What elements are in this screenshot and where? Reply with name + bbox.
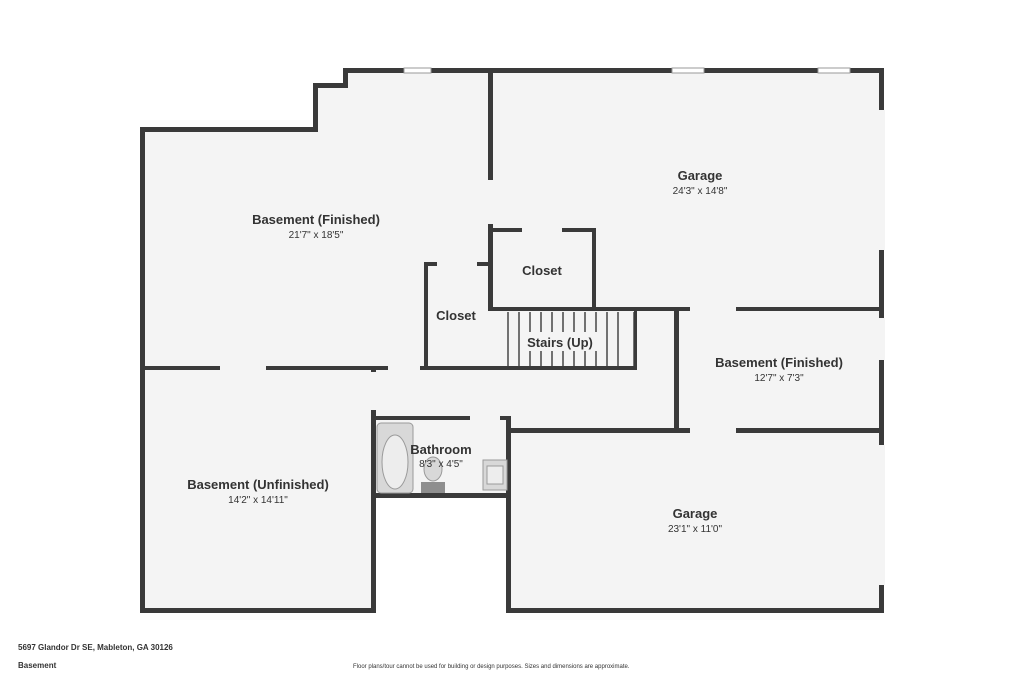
- room-name: Bathroom: [410, 442, 471, 457]
- disclaimer: Floor plans/tour cannot be used for buil…: [353, 664, 630, 670]
- room-name: Stairs (Up): [527, 335, 593, 350]
- floor-level-label: Basement: [18, 661, 57, 670]
- room-dimensions: 23'1" x 11'0": [668, 524, 723, 535]
- room-closet-upper: Closet: [522, 263, 562, 278]
- room-name: Basement (Unfinished): [187, 477, 329, 492]
- room-name: Closet: [436, 308, 476, 323]
- property-address: 5697 Glandor Dr SE, Mableton, GA 30126: [18, 643, 173, 652]
- room-dimensions: 21'7" x 18'5": [289, 230, 344, 241]
- room-name: Closet: [522, 263, 562, 278]
- floor-area: [143, 71, 882, 610]
- room-basement-unfinished: Basement (Unfinished) 14'2" x 14'11": [187, 477, 329, 506]
- bathtub: [376, 422, 414, 494]
- room-dimensions: 12'7" x 7'3": [754, 373, 804, 384]
- room-name: Garage: [678, 168, 723, 183]
- toilet: [421, 456, 445, 493]
- room-closet-lower: Closet: [436, 308, 476, 323]
- room-name: Basement (Finished): [252, 212, 380, 227]
- room-basement-finished-right: Basement (Finished) 12'7" x 7'3": [715, 355, 843, 384]
- windows: [403, 67, 851, 74]
- room-basement-finished-main: Basement (Finished) 21'7" x 18'5": [252, 212, 380, 241]
- room-name: Basement (Finished): [715, 355, 843, 370]
- room-stairs: Stairs (Up): [523, 332, 597, 351]
- sink: [482, 459, 508, 491]
- room-garage-top: Garage 24'3" x 14'8": [673, 168, 728, 197]
- room-bathroom: Bathroom 8'3" x 4'5": [410, 442, 471, 470]
- room-name: Garage: [673, 506, 718, 521]
- room-dimensions: 14'2" x 14'11": [228, 495, 288, 506]
- door-openings: [220, 110, 885, 585]
- room-garage-bottom: Garage 23'1" x 11'0": [668, 506, 723, 535]
- room-dimensions: 24'3" x 14'8": [673, 186, 728, 197]
- room-dimensions: 8'3" x 4'5": [419, 459, 463, 470]
